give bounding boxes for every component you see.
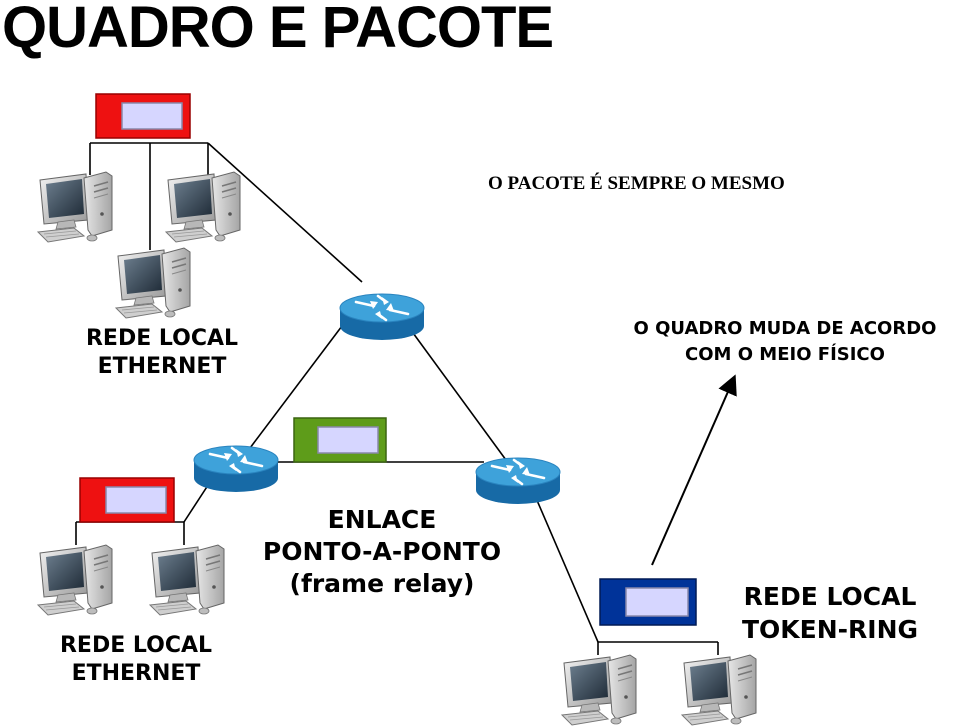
computer-icon-bottom-left-1 bbox=[37, 544, 113, 616]
bottom-left-lan-label: REDE LOCAL ETHERNET bbox=[40, 632, 232, 688]
router-icon-top bbox=[338, 292, 426, 342]
link-top-router-to-right-router bbox=[404, 321, 507, 461]
arrow-icon bbox=[651, 374, 737, 566]
connection-lines bbox=[75, 142, 719, 655]
computer-icon-token-ring-1 bbox=[561, 654, 637, 726]
frame-icon-frame-relay bbox=[293, 417, 387, 463]
frame-changes-note-line2: COM O MEIO FÍSICO bbox=[685, 344, 885, 365]
link-label-line3: (frame relay) bbox=[289, 569, 475, 598]
right-router-to-token-ring bbox=[535, 497, 599, 643]
frame-changes-note: O QUADRO MUDA DE ACORDO COM O MEIO FÍSIC… bbox=[616, 316, 954, 368]
link-label: ENLACE PONTO-A-PONTO (frame relay) bbox=[246, 504, 518, 600]
top-lan-uplink bbox=[207, 142, 363, 283]
page-title: QUADRO E PACOTE bbox=[2, 0, 554, 60]
computer-icon-top-3 bbox=[115, 247, 191, 319]
top-lan-label-line1: REDE LOCAL bbox=[85, 326, 239, 351]
same-packet-note: O PACOTE É SEMPRE O MESMO bbox=[488, 173, 785, 194]
link-label-line2: PONTO-A-PONTO bbox=[262, 537, 502, 566]
frame-icon-top-ethernet bbox=[95, 93, 191, 139]
computer-icon-top-1 bbox=[37, 171, 113, 243]
top-lan-label-line2: ETHERNET bbox=[97, 354, 227, 379]
router-icon-left bbox=[192, 444, 280, 494]
computer-icon-token-ring-2 bbox=[681, 654, 757, 726]
frame-icon-bottom-ethernet bbox=[79, 477, 175, 523]
frame-icon-token-ring bbox=[599, 578, 697, 626]
top-lan-label: REDE LOCAL ETHERNET bbox=[66, 325, 258, 381]
link-label-line1: ENLACE bbox=[327, 505, 437, 534]
bottom-left-lan-label-line2: ETHERNET bbox=[71, 661, 201, 686]
bottom-left-lan-label-line1: REDE LOCAL bbox=[59, 633, 213, 658]
frame-changes-note-line1: O QUADRO MUDA DE ACORDO bbox=[633, 318, 937, 339]
router-icon-right bbox=[474, 456, 562, 506]
token-ring-lan-label: REDE LOCAL TOKEN-RING bbox=[730, 580, 930, 646]
token-ring-lan-label-line2: TOKEN-RING bbox=[741, 615, 919, 644]
link-top-router-to-left-router bbox=[249, 321, 346, 449]
computer-icon-top-2 bbox=[165, 171, 241, 243]
computer-icon-bottom-left-2 bbox=[149, 544, 225, 616]
token-ring-lan-label-line1: REDE LOCAL bbox=[743, 582, 917, 611]
